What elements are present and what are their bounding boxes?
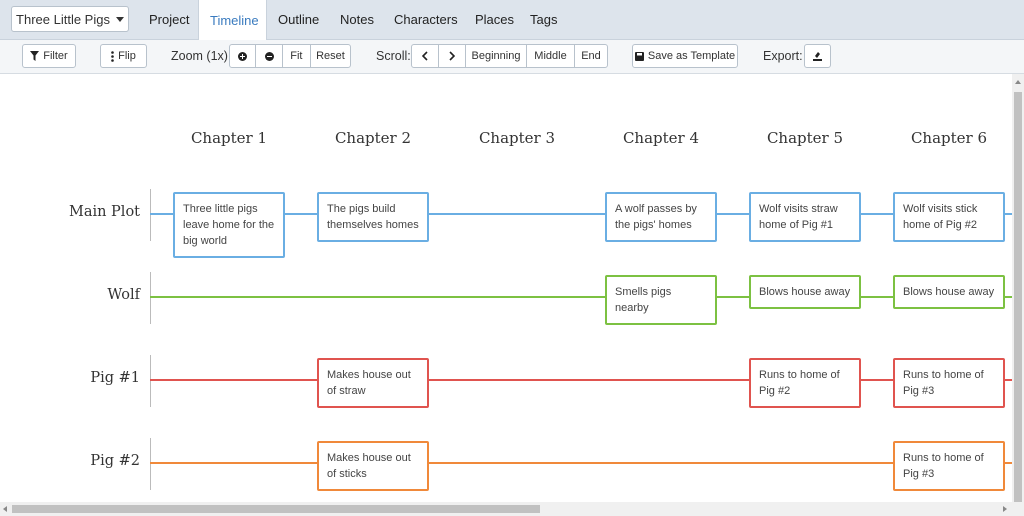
tab-tags[interactable]: Tags	[530, 12, 558, 27]
scene-card[interactable]: A wolf passes by the pigs' homes	[605, 192, 717, 242]
row-divider	[150, 438, 151, 490]
row-divider	[150, 355, 151, 407]
zoom-out-icon	[264, 51, 274, 61]
filter-button[interactable]: Filter	[22, 44, 76, 68]
zoom-out-button[interactable]	[255, 45, 281, 67]
chapter-header[interactable]: Chapter 5	[766, 129, 844, 147]
tab-notes[interactable]: Notes	[340, 12, 374, 27]
chapter-header[interactable]: Chapter 6	[910, 129, 988, 147]
scene-card[interactable]: Runs to home of Pig #2	[749, 358, 861, 408]
scene-card[interactable]: Blows house away	[749, 275, 861, 309]
horizontal-scroll-thumb[interactable]	[12, 505, 540, 513]
plotline-label[interactable]: Pig #2	[90, 453, 140, 469]
plotline-line	[150, 379, 1012, 381]
tab-outline[interactable]: Outline	[278, 12, 320, 27]
scroll-label: Scroll:	[376, 49, 411, 63]
tab-timeline[interactable]: Timeline	[198, 0, 267, 40]
caret-down-icon	[115, 16, 124, 22]
chevron-right-icon	[449, 51, 455, 61]
scene-card[interactable]: The pigs build themselves homes	[317, 192, 429, 242]
zoom-controls: Fit Reset	[229, 44, 351, 68]
tab-characters[interactable]: Characters	[394, 12, 458, 27]
tab-project[interactable]: Project	[149, 12, 190, 27]
plotline-label[interactable]: Main Plot	[68, 204, 140, 220]
plotline-line	[150, 462, 1012, 464]
zoom-fit-button[interactable]: Fit	[281, 45, 310, 67]
scroll-controls: Beginning Middle End	[411, 44, 608, 68]
more-vertical-icon	[111, 50, 114, 62]
timeline-canvas: Chapter 1 Chapter 2 Chapter 3 Chapter 4 Chap…	[0, 74, 1012, 502]
scroll-right-button[interactable]	[438, 45, 465, 67]
horizontal-scrollbar[interactable]	[0, 502, 1012, 516]
zoom-reset-button[interactable]: Reset	[309, 45, 350, 67]
chapter-header[interactable]: Chapter 1	[190, 129, 268, 147]
plotline-label[interactable]: Wolf	[107, 287, 140, 303]
plotline-line	[150, 213, 1012, 215]
scroll-beginning-button[interactable]: Beginning	[465, 45, 526, 67]
vertical-scroll-thumb[interactable]	[1014, 92, 1022, 502]
chapter-header[interactable]: Chapter 4	[622, 129, 700, 147]
scene-card[interactable]: Wolf visits stick home of Pig #2	[893, 192, 1005, 242]
scene-card[interactable]: Wolf visits straw home of Pig #1	[749, 192, 861, 242]
top-nav: Three Little Pigs Project Timeline Outli…	[0, 0, 1024, 40]
scene-card[interactable]: Makes house out of straw	[317, 358, 429, 408]
scene-card[interactable]: Smells pigs nearby	[605, 275, 717, 325]
zoom-label: Zoom (1x):	[171, 49, 232, 63]
save-as-template-button[interactable]: Save as Template	[632, 44, 738, 68]
vertical-scrollbar[interactable]	[1012, 74, 1024, 502]
tab-places[interactable]: Places	[475, 12, 515, 27]
scroll-end-button[interactable]: End	[574, 45, 607, 67]
export-label: Export:	[763, 49, 803, 63]
plotline-line	[150, 296, 1012, 298]
flip-button[interactable]: Flip	[100, 44, 147, 68]
scroll-left-arrow-icon[interactable]	[3, 506, 7, 512]
scene-card[interactable]: Three little pigs leave home for the big…	[173, 192, 285, 258]
scene-card[interactable]: Blows house away	[893, 275, 1005, 309]
plotline-label[interactable]: Pig #1	[90, 370, 140, 386]
chapter-header[interactable]: Chapter 2	[334, 129, 412, 147]
row-divider	[150, 189, 151, 241]
scroll-left-button[interactable]	[412, 45, 438, 67]
project-name: Three Little Pigs	[16, 11, 110, 27]
zoom-in-button[interactable]	[230, 45, 255, 67]
export-icon	[813, 51, 822, 61]
project-dropdown[interactable]: Three Little Pigs	[11, 6, 129, 32]
filter-icon	[30, 51, 40, 61]
row-divider	[150, 272, 151, 324]
scroll-middle-button[interactable]: Middle	[526, 45, 574, 67]
zoom-in-icon	[238, 51, 248, 61]
export-button[interactable]	[804, 44, 831, 68]
chapter-header[interactable]: Chapter 3	[478, 129, 556, 147]
save-icon	[634, 51, 644, 61]
scene-card[interactable]: Runs to home of Pig #3	[893, 441, 1005, 491]
scroll-right-arrow-icon[interactable]	[1003, 506, 1007, 512]
scroll-up-arrow-icon[interactable]	[1015, 80, 1021, 84]
scene-card[interactable]: Makes house out of sticks	[317, 441, 429, 491]
scene-card[interactable]: Runs to home of Pig #3	[893, 358, 1005, 408]
chevron-left-icon	[422, 51, 428, 61]
timeline-toolbar: Filter Flip Zoom (1x): Fit Reset Scroll:…	[0, 40, 1024, 74]
scrollbar-corner	[1012, 502, 1024, 516]
